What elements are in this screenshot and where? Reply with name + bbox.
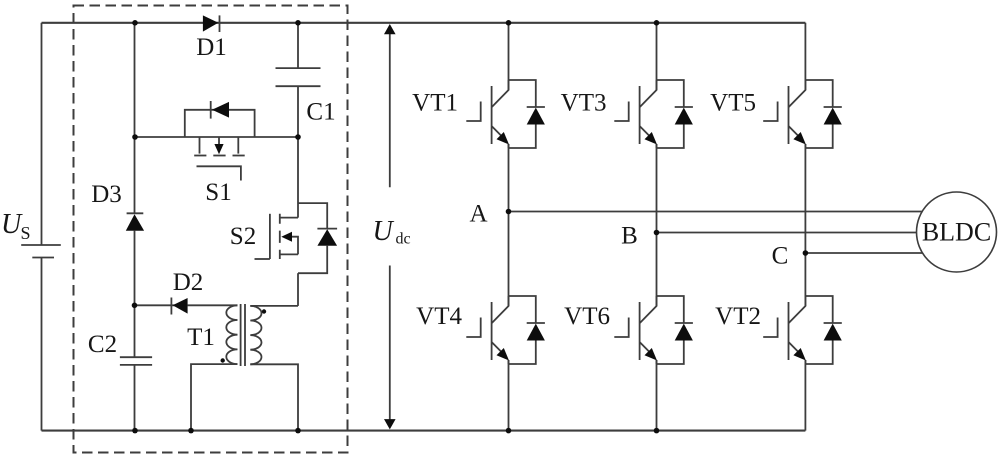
- svg-text:S1: S1: [205, 179, 231, 206]
- svg-text:D2: D2: [173, 269, 204, 296]
- svg-text:VT4: VT4: [416, 303, 462, 330]
- svg-text:U: U: [373, 216, 395, 247]
- svg-text:A: A: [469, 201, 487, 228]
- svg-text:C1: C1: [306, 99, 335, 126]
- svg-text:dc: dc: [396, 231, 411, 248]
- svg-text:VT2: VT2: [715, 303, 761, 330]
- svg-text:S: S: [21, 223, 31, 243]
- svg-text:VT5: VT5: [710, 90, 756, 117]
- svg-text:B: B: [621, 223, 638, 250]
- svg-text:D3: D3: [91, 181, 122, 208]
- svg-text:U: U: [1, 209, 23, 240]
- svg-text:C2: C2: [88, 331, 117, 358]
- svg-text:VT1: VT1: [412, 90, 458, 117]
- svg-text:C: C: [772, 243, 789, 270]
- svg-text:T1: T1: [187, 324, 215, 351]
- svg-text:VT3: VT3: [561, 90, 607, 117]
- svg-text:VT6: VT6: [564, 303, 610, 330]
- svg-text:D1: D1: [196, 34, 227, 61]
- svg-text:BLDC: BLDC: [922, 218, 991, 247]
- svg-text:S2: S2: [230, 223, 256, 250]
